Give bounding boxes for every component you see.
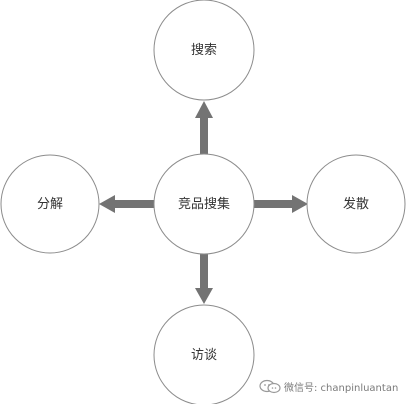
arrow-right bbox=[252, 195, 308, 213]
node-right-label: 发散 bbox=[343, 196, 369, 212]
node-center-label: 竞品搜集 bbox=[178, 196, 230, 212]
arrow-left bbox=[99, 195, 155, 213]
node-right-circle bbox=[306, 154, 406, 254]
node-left-circle bbox=[0, 154, 100, 254]
watermark: 微信号: chanpinluantan bbox=[259, 379, 398, 394]
node-center-circle bbox=[153, 153, 255, 255]
node-left-label: 分解 bbox=[37, 197, 63, 212]
node-top-circle bbox=[153, 0, 255, 101]
node-bottom-label: 访谈 bbox=[191, 348, 217, 363]
node-top-label: 搜索 bbox=[191, 43, 217, 58]
arrow-down bbox=[195, 251, 213, 304]
wechat-icon bbox=[259, 379, 281, 394]
arrow-up bbox=[195, 101, 213, 155]
watermark-text: 微信号: chanpinluantan bbox=[284, 383, 399, 394]
